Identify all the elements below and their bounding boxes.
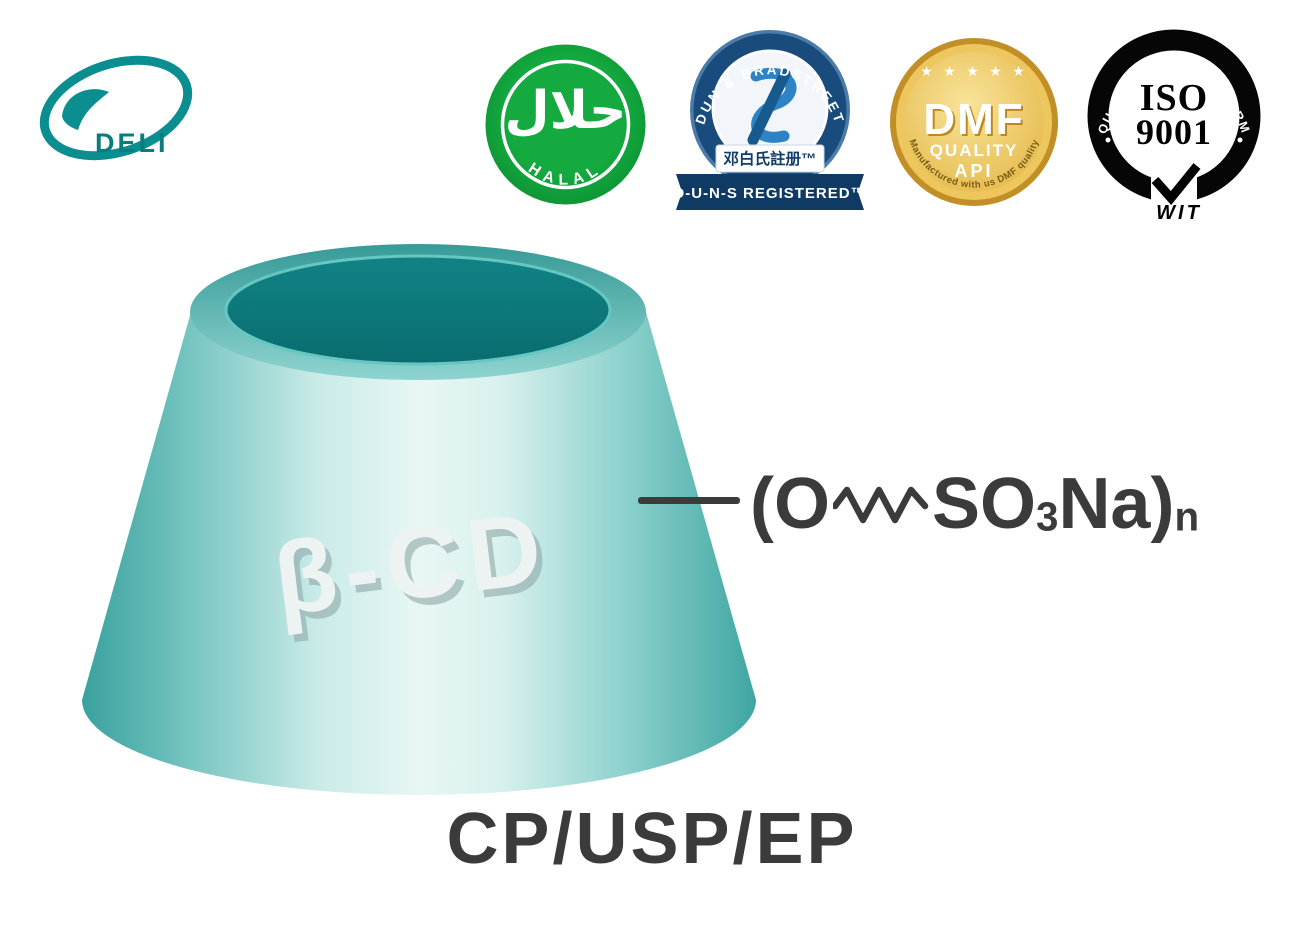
dnb-ribbon-text: D-U-N-S REGISTERED™ [673,185,866,202]
logo-ring-icon [39,55,193,161]
cone-cavity [224,254,612,366]
formula-subscript-n: n [1174,493,1200,540]
dmf-center [904,52,1044,192]
formula-salt: Na) [1058,464,1175,544]
halal-circle [485,44,646,205]
logo-leaf-icon [62,89,109,130]
pharma-standards-text: CP/USP/EP [446,799,858,879]
iso-brand-mark: WIT [1156,202,1202,222]
halal-arabic-text: حلال [504,81,626,141]
checkmark-icon [1151,163,1201,205]
iso-badge-icon: QUALITY ASSURED FIRM ISO 9001 WIT [1087,29,1261,222]
dnb-cn-band [715,144,825,173]
dnb-cn-text: 邓白氏註册™ [723,149,816,168]
iso-dot-left [1105,137,1111,143]
logo-text: DELI [95,128,169,158]
chemical-formula: (O SO3Na)n [638,452,1199,556]
formula-subscript-3: 3 [1036,493,1059,540]
bond-line-icon [638,497,740,505]
iso-number: 9001 [1136,112,1212,152]
dmf-badge-icon: ★ ★ ★ ★ ★ DMF DMF QUALITY API Manufactur… [890,38,1058,206]
halal-inner-ring [500,59,631,190]
iso-dot-right [1237,137,1243,143]
dnb-badge-icon: DUN & BRADSTREET 邓白氏註册™ D-U-N-S REGISTER… [673,30,866,210]
dmf-subtitle-quality: QUALITY [930,141,1019,160]
formula-open: (O [750,464,830,544]
dnb-bow-stroke-icon [747,68,791,146]
cone-body [82,312,756,795]
dmf-subtitle-api: API [954,161,993,181]
dmf-title: DMF [923,95,1024,144]
iso-title: ISO [1140,77,1208,119]
halal-badge-icon: حلال HALAL [485,44,646,205]
formula-group: SO [931,464,1037,544]
deli-logo: DELI [39,55,193,161]
zigzag-bond-icon [831,486,929,524]
dmf-title-shadow: DMF [925,97,1026,146]
dmf-stars: ★ ★ ★ ★ ★ [920,64,1028,80]
dnb-ribbon [676,174,864,210]
cyclodextrin-cone-icon: β-CD β-CD [82,244,756,795]
